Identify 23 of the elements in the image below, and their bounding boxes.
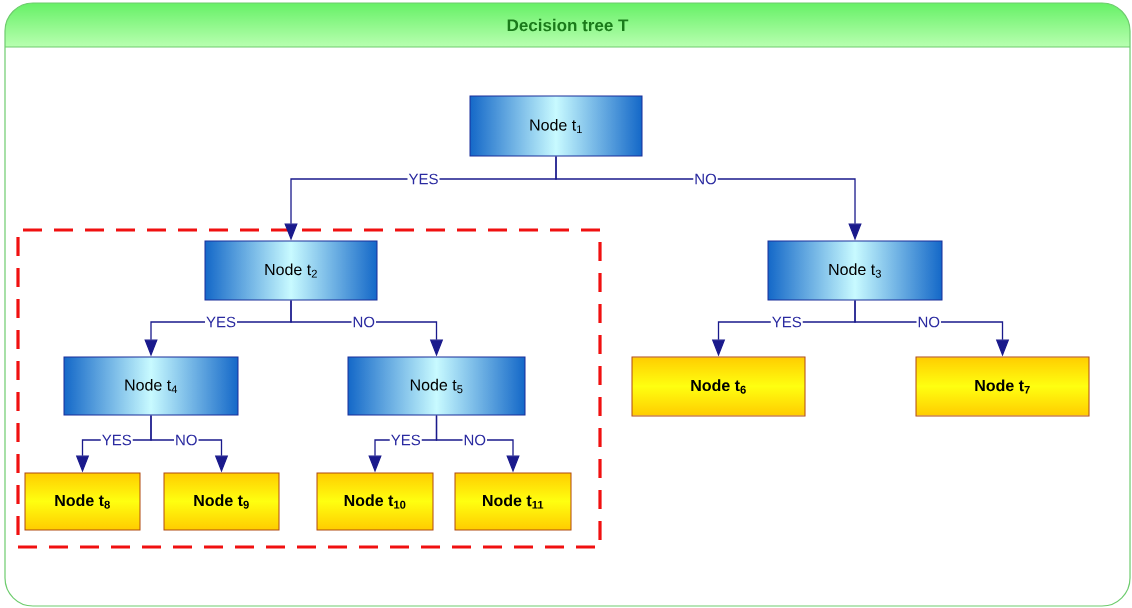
leaf-box: Node t$_{11}$ bbox=[454, 472, 572, 531]
dashed-group-frame bbox=[16, 228, 602, 549]
leaf-box: Node t$_{10}$ bbox=[316, 472, 434, 531]
edge-label: YES bbox=[389, 433, 422, 447]
edge-label: NO bbox=[916, 315, 941, 329]
edge-label: NO bbox=[462, 433, 487, 447]
panel-title: Decision tree T bbox=[507, 18, 629, 32]
decision-box: Node t$_{2}$ bbox=[204, 240, 378, 301]
leaf-box: Node t$_{7}$ bbox=[915, 356, 1090, 417]
decision-box: Node t$_{1}$ bbox=[469, 95, 643, 157]
leaf-box: Node t$_{8}$ bbox=[24, 472, 141, 531]
edge-label: NO bbox=[174, 433, 199, 447]
leaf-box: Node t$_{9}$ bbox=[163, 472, 280, 531]
decision-box: Node t$_{5}$ bbox=[347, 356, 526, 416]
edge-label: YES bbox=[407, 172, 440, 186]
edge-label: YES bbox=[770, 315, 803, 329]
edge-label: NO bbox=[351, 315, 376, 329]
edge-label: YES bbox=[205, 315, 237, 329]
edge-label: NO bbox=[693, 172, 718, 186]
edge-label: YES bbox=[100, 433, 133, 447]
decision-box: Node t$_{3}$ bbox=[767, 240, 943, 301]
decision-box: Node t$_{4}$ bbox=[63, 356, 239, 416]
leaf-box: Node t$_{6}$ bbox=[631, 356, 806, 417]
